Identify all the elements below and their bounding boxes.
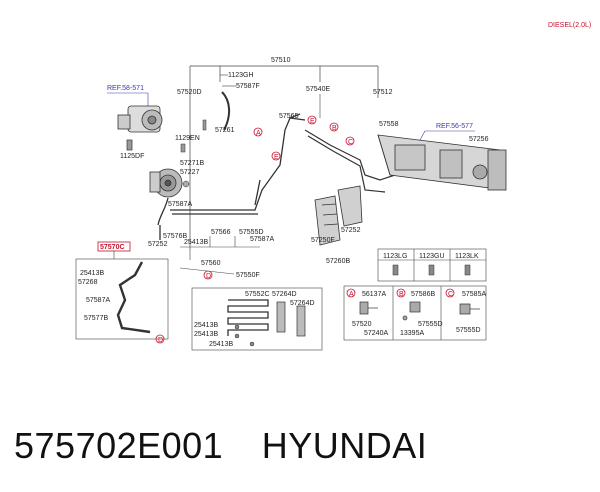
- label-57565: 57565: [279, 113, 299, 120]
- label-57587f: 57587F: [236, 83, 260, 90]
- marker-d-bottom: D: [206, 273, 211, 280]
- left-assembly-hose: [116, 261, 151, 334]
- marker-a-upper: A: [256, 130, 261, 137]
- part-number: 575702E001: [14, 425, 224, 466]
- label-57256: 57256: [469, 136, 489, 143]
- label-57550f: 57550F: [236, 272, 260, 279]
- marker-e-upper: E: [274, 154, 279, 161]
- engine-note: DIESEL(2.0L): [548, 22, 591, 29]
- marker-b-upper: B: [332, 125, 337, 132]
- label-13395a: 13395A: [400, 330, 424, 337]
- label-57512: 57512: [373, 89, 393, 96]
- bolt-table-col-1: 1123LG: [383, 253, 407, 260]
- label-57261: 57261: [215, 127, 235, 134]
- label-57587a-1: 57587A: [168, 201, 192, 208]
- detail-b-marker: B: [399, 291, 404, 298]
- brand-name: HYUNDAI: [261, 425, 428, 466]
- label-57558: 57558: [379, 121, 399, 128]
- label-1125df: 1125DF: [120, 153, 144, 160]
- ref-right[interactable]: REF.56-577: [436, 123, 473, 130]
- label-57520: 57520: [352, 321, 372, 328]
- label-57552c: 57552C: [245, 291, 270, 298]
- label-57566: 57566: [211, 229, 231, 236]
- label-57268: 57268: [78, 279, 98, 286]
- marker-d-left: D: [158, 337, 163, 344]
- power-steering-pump: [149, 168, 183, 198]
- label-57570c: 57570C: [100, 244, 125, 251]
- label-57271b: 57271B: [180, 160, 204, 167]
- main-group-bracket: [189, 65, 379, 250]
- dust-boots: [314, 185, 363, 246]
- label-57252-2: 57252: [341, 227, 361, 234]
- steering-gear: [377, 134, 507, 191]
- label-25413b-b1: 25413B: [194, 322, 218, 329]
- bolt-1125df: [126, 139, 133, 151]
- label-57555d-b: 57555D: [418, 321, 443, 328]
- label-57227: 57227: [180, 169, 200, 176]
- label-57576b: 57576B: [163, 233, 187, 240]
- label-57587a-left: 57587A: [86, 297, 110, 304]
- label-57520d: 57520D: [177, 89, 202, 96]
- bracket-pump-left: [117, 105, 163, 133]
- label-57260b: 57260B: [326, 258, 350, 265]
- label-57577b: 57577B: [84, 315, 108, 322]
- label-57560: 57560: [201, 260, 221, 267]
- label-56137a: 56137A: [362, 291, 386, 298]
- marker-c-upper: C: [348, 139, 353, 146]
- label-57264d-1: 57264D: [272, 291, 297, 298]
- label-25413b-left: 25413B: [80, 270, 104, 277]
- label-57240a: 57240A: [364, 330, 388, 337]
- label-25413b-1: 25413B: [184, 239, 208, 246]
- label-25413b-b3: 25413B: [209, 341, 233, 348]
- marker-e-right: E: [310, 118, 315, 125]
- detail-a-marker: A: [349, 291, 354, 298]
- label-57555d-c: 57555D: [456, 327, 481, 334]
- bolt-table-col-2: 1123GU: [419, 253, 445, 260]
- label-57510: 57510: [271, 57, 291, 64]
- detail-c-marker: C: [448, 291, 453, 298]
- label-57540e: 57540E: [306, 86, 330, 93]
- hose-lines: [157, 113, 306, 240]
- label-25413b-b2: 25413B: [194, 331, 218, 338]
- oil-cooler-coil: [227, 299, 269, 336]
- ref-left[interactable]: REF.58-571: [107, 85, 144, 92]
- label-1129en: 1129EN: [175, 135, 200, 142]
- bolt-table-col-3: 1123LK: [455, 253, 479, 260]
- footer-caption: 575702E001 HYUNDAI: [14, 425, 427, 467]
- label-57587a-2: 57587A: [250, 236, 274, 243]
- label-1123gh: 1123GH: [228, 72, 254, 79]
- label-57586b: 57586B: [411, 291, 435, 298]
- label-57252-1: 57252: [148, 241, 168, 248]
- clamp-brackets: [276, 301, 306, 337]
- label-57264d-2: 57264D: [290, 300, 315, 307]
- bolt-table: [377, 248, 487, 282]
- return-hose-right: [304, 129, 396, 193]
- label-57250f: 57250F: [311, 237, 335, 244]
- detail-boxes: [343, 285, 487, 341]
- parts-diagram: DIESEL(2.0L) 57510 REF.58-571 1125DF 112…: [75, 22, 591, 351]
- label-57555d-1: 57555D: [239, 229, 264, 236]
- label-57585a: 57585A: [462, 291, 486, 298]
